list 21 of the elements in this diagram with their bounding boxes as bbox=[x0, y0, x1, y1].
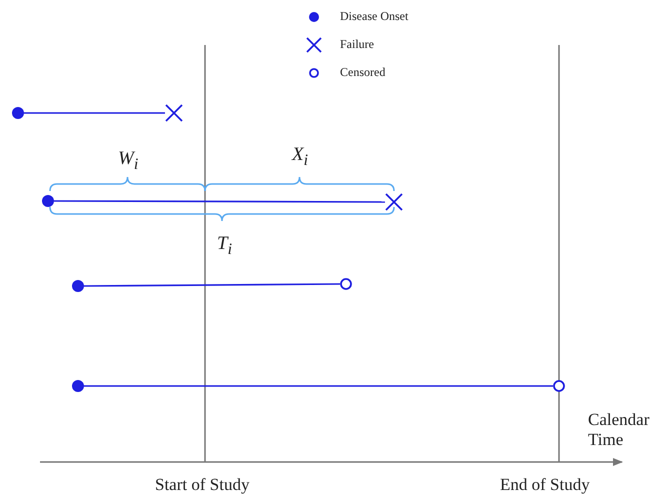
variable-label: T$_{i}$ bbox=[217, 233, 232, 259]
censored-circle bbox=[340, 278, 352, 290]
variable-label: W$_{i}$ bbox=[118, 148, 138, 174]
legend-label: Disease Onset bbox=[340, 9, 408, 24]
failure-cross bbox=[165, 104, 183, 122]
legend-label: Censored bbox=[340, 65, 386, 80]
censored-circle bbox=[553, 380, 565, 392]
timeline-line bbox=[24, 112, 165, 114]
onset-dot bbox=[42, 195, 54, 207]
timeline-line bbox=[54, 200, 385, 203]
onset-dot bbox=[72, 280, 84, 292]
timeline-line bbox=[84, 283, 340, 287]
axis-label: Calendar Time bbox=[588, 410, 650, 450]
legend-label: Failure bbox=[340, 37, 374, 52]
timeline-line bbox=[84, 385, 553, 387]
variable-label: X$_{i}$ bbox=[292, 144, 308, 170]
axis-tick-label: End of Study bbox=[500, 475, 590, 495]
onset-dot bbox=[12, 107, 24, 119]
axis-tick-label: Start of Study bbox=[155, 475, 250, 495]
failure-cross bbox=[385, 193, 403, 211]
onset-dot bbox=[72, 380, 84, 392]
